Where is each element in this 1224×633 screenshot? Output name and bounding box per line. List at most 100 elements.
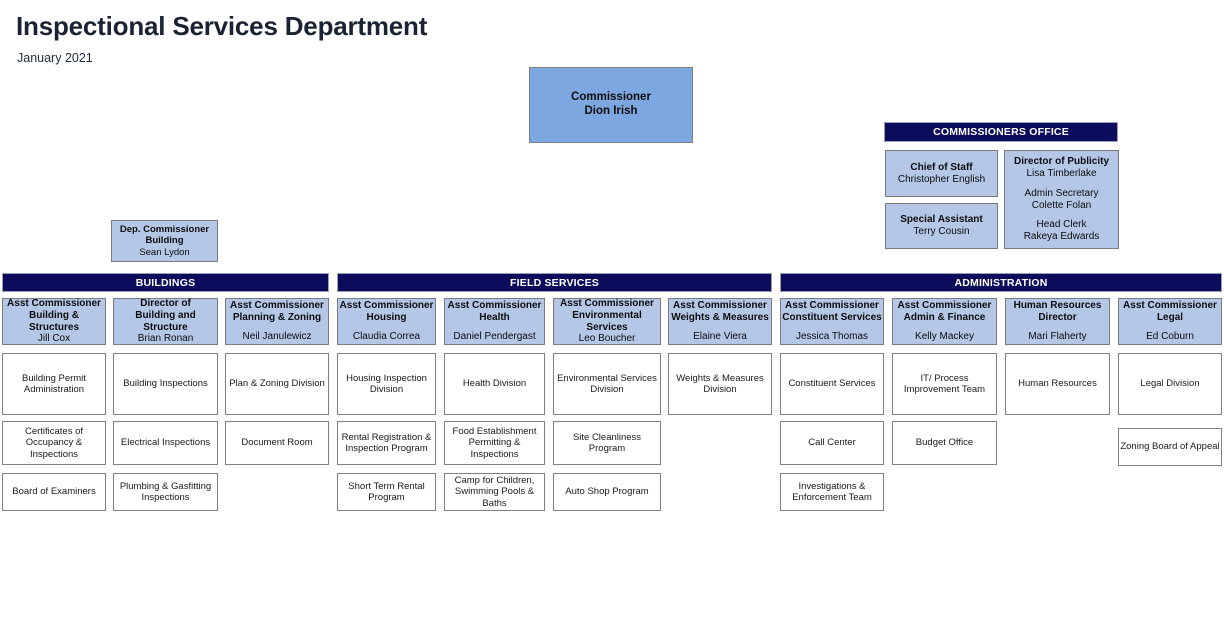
section-bar-administration: ADMINISTRATION <box>780 273 1222 292</box>
unit-label: Electrical Inspections <box>120 437 211 449</box>
role-asst-commissioner-admin-finance[interactable]: Asst Commissioner Admin & Finance Kelly … <box>892 298 997 345</box>
unit-short-term-rental-program[interactable]: Short Term Rental Program <box>337 473 436 511</box>
unit-budget-office[interactable]: Budget Office <box>892 421 997 465</box>
unit-site-cleanliness-program[interactable]: Site Cleanliness Program <box>553 421 661 465</box>
unit-plumbing-gasfitting-inspections[interactable]: Plumbing & Gasfitting Inspections <box>113 473 218 511</box>
unit-building-permit-administration[interactable]: Building Permit Administration <box>2 353 106 415</box>
role-title-line1: Asst Commissioner <box>673 299 767 311</box>
role-person: Claudia Correa <box>352 331 421 343</box>
unit-plan-zoning-division[interactable]: Plan & Zoning Division <box>225 353 329 415</box>
commissioner-box[interactable]: Commissioner Dion Irish <box>529 67 693 143</box>
role-title-line2: Environmental Services <box>572 309 642 333</box>
role-title-line1: Asst Commissioner <box>447 299 542 311</box>
unit-food-establishment-permitting[interactable]: Food Establishment Permitting & Inspecti… <box>444 421 545 465</box>
unit-label: Environmental Services Division <box>557 372 657 395</box>
role-title-line1: Director of <box>140 297 191 309</box>
commissioners-office-bar: COMMISSIONERS OFFICE <box>884 122 1118 142</box>
director-of-publicity-title: Director of Publicity <box>1013 156 1109 168</box>
role-asst-commissioner-weights-measures[interactable]: Asst Commissioner Weights & Measures Ela… <box>668 298 772 345</box>
unit-label: Plan & Zoning Division <box>229 378 325 390</box>
unit-it-process-improvement-team[interactable]: IT/ Process Improvement Team <box>892 353 997 415</box>
chief-of-staff-box[interactable]: Chief of Staff Christopher English <box>885 150 998 197</box>
unit-label: Zoning Board of Appeal <box>1120 441 1220 453</box>
unit-electrical-inspections[interactable]: Electrical Inspections <box>113 421 218 465</box>
head-clerk-title: Head Clerk <box>1036 219 1087 231</box>
role-title-line1: Asst Commissioner <box>230 299 324 311</box>
role-person: Brian Ronan <box>137 333 194 345</box>
role-asst-commissioner-constituent-services[interactable]: Asst Commissioner Constituent Services J… <box>780 298 884 345</box>
role-asst-commissioner-health[interactable]: Asst Commissioner Health Daniel Penderga… <box>444 298 545 345</box>
deputy-commissioner-line1: Dep. Commissioner <box>119 224 210 236</box>
unit-weights-measures-division[interactable]: Weights & Measures Division <box>668 353 772 415</box>
role-title-line2: Building and Structure <box>135 309 196 333</box>
role-human-resources-director[interactable]: Human Resources Director Mari Flaherty <box>1005 298 1110 345</box>
unit-label: Plumbing & Gasfitting Inspections <box>119 480 212 503</box>
special-assistant-box[interactable]: Special Assistant Terry Cousin <box>885 203 998 249</box>
admin-secretary-title: Admin Secretary <box>1024 187 1099 199</box>
role-title-line1: Asst Commissioner <box>560 297 654 309</box>
role-title-line2: Planning & Zoning <box>232 311 322 323</box>
unit-certificates-of-occupancy[interactable]: Certificates of Occupancy & Inspections <box>2 421 106 465</box>
role-title-line2: Building & Structures <box>28 309 79 333</box>
role-asst-commissioner-environmental-services[interactable]: Asst Commissioner Environmental Services… <box>553 298 661 345</box>
commissioners-office-bar-label: COMMISSIONERS OFFICE <box>933 126 1069 138</box>
role-person: Mari Flaherty <box>1028 331 1087 343</box>
unit-label: Legal Division <box>1140 378 1200 390</box>
role-person: Daniel Pendergast <box>453 331 536 343</box>
role-title-line1: Asst Commissioner <box>1123 299 1217 311</box>
unit-label: Building Inspections <box>123 378 208 390</box>
unit-board-of-examiners[interactable]: Board of Examiners <box>2 473 106 511</box>
publicity-admin-clerk-box[interactable]: Director of Publicity Lisa Timberlake Ad… <box>1004 150 1119 249</box>
section-bar-buildings-label: BUILDINGS <box>135 276 196 289</box>
role-asst-commissioner-housing[interactable]: Asst Commissioner Housing Claudia Correa <box>337 298 436 345</box>
unit-constituent-services[interactable]: Constituent Services <box>780 353 884 415</box>
unit-building-inspections[interactable]: Building Inspections <box>113 353 218 415</box>
unit-zoning-board-of-appeal[interactable]: Zoning Board of Appeal <box>1118 428 1222 466</box>
unit-label: Short Term Rental Program <box>348 480 425 503</box>
section-bar-buildings: BUILDINGS <box>2 273 329 292</box>
admin-secretary-person: Colette Folan <box>1031 199 1092 211</box>
unit-label: Investigations & Enforcement Team <box>792 480 872 503</box>
role-title-line2: Legal <box>1156 311 1184 323</box>
chief-of-staff-title: Chief of Staff <box>910 161 973 173</box>
deputy-commissioner-box[interactable]: Dep. Commissioner Building Sean Lydon <box>111 220 218 262</box>
role-title-line1: Asst Commissioner <box>897 299 992 311</box>
role-asst-commissioner-legal[interactable]: Asst Commissioner Legal Ed Coburn <box>1118 298 1222 345</box>
role-asst-commissioner-building-structures[interactable]: Asst Commissioner Building & Structures … <box>2 298 106 345</box>
role-person: Elaine Viera <box>693 331 747 343</box>
unit-housing-inspection-division[interactable]: Housing Inspection Division <box>337 353 436 415</box>
unit-label: Rental Registration & Inspection Program <box>341 431 432 454</box>
role-person: Jessica Thomas <box>795 331 869 343</box>
role-director-building-and-structure[interactable]: Director of Building and Structure Brian… <box>113 298 218 345</box>
unit-label: IT/ Process Improvement Team <box>903 372 986 395</box>
unit-investigations-enforcement-team[interactable]: Investigations & Enforcement Team <box>780 473 884 511</box>
deputy-commissioner-person: Sean Lydon <box>139 246 190 258</box>
unit-rental-registration-inspection-program[interactable]: Rental Registration & Inspection Program <box>337 421 436 465</box>
role-title-line1: Human Resources <box>1013 299 1102 311</box>
role-title-line2: Constituent Services <box>782 311 882 323</box>
role-title-line2: Weights & Measures <box>671 311 769 323</box>
unit-auto-shop-program[interactable]: Auto Shop Program <box>553 473 661 511</box>
commissioner-title: Commissioner <box>571 91 651 104</box>
unit-health-division[interactable]: Health Division <box>444 353 545 415</box>
unit-label: Housing Inspection Division <box>346 372 427 395</box>
role-asst-commissioner-planning-zoning[interactable]: Asst Commissioner Planning & Zoning Neil… <box>225 298 329 345</box>
page-title: Inspectional Services Department <box>16 11 428 41</box>
special-assistant-person: Terry Cousin <box>913 226 970 237</box>
unit-call-center[interactable]: Call Center <box>780 421 884 465</box>
unit-label: Food Establishment Permitting & Inspecti… <box>452 426 537 460</box>
role-person: Neil Janulewicz <box>242 331 312 343</box>
head-clerk-person: Rakeya Edwards <box>1023 231 1100 243</box>
role-title-line2: Health <box>479 311 510 323</box>
section-bar-field-services: FIELD SERVICES <box>337 273 772 292</box>
unit-human-resources[interactable]: Human Resources <box>1005 353 1110 415</box>
role-title-line2: Housing <box>366 311 407 323</box>
role-title-line2: Admin & Finance <box>903 311 986 323</box>
unit-document-room[interactable]: Document Room <box>225 421 329 465</box>
unit-legal-division[interactable]: Legal Division <box>1118 353 1222 415</box>
unit-camp-for-children-pools-baths[interactable]: Camp for Children, Swimming Pools & Bath… <box>444 473 545 511</box>
unit-environmental-services-division[interactable]: Environmental Services Division <box>553 353 661 415</box>
unit-label: Human Resources <box>1018 378 1097 390</box>
unit-label: Certificates of Occupancy & Inspections <box>24 426 84 460</box>
